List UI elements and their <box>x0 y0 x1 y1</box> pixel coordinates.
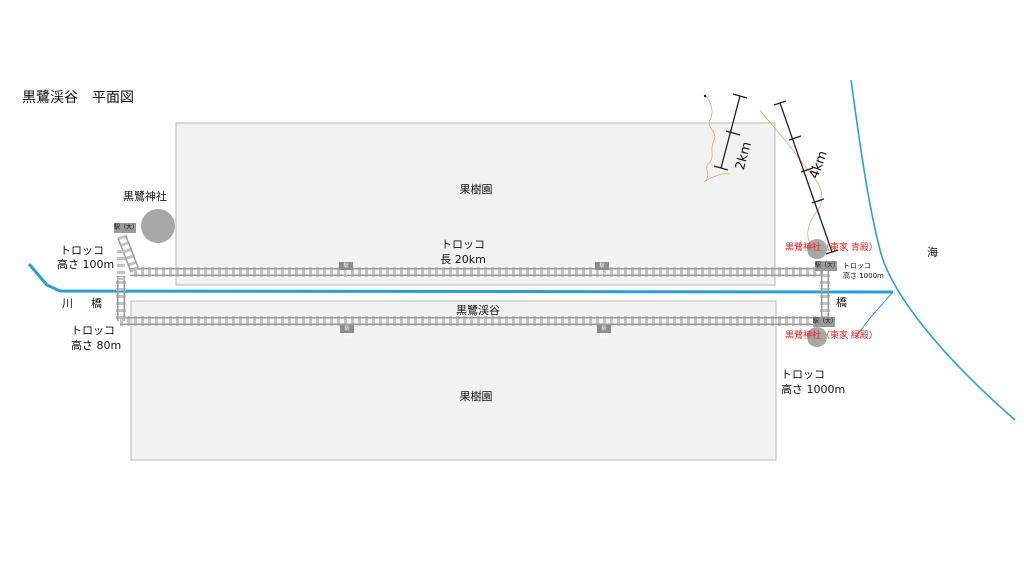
trolley-track-north <box>130 267 825 277</box>
shrine-east-green-label: 黒鷺神社（東家 緑殿） <box>785 331 878 341</box>
shrine-east-blue-label: 黒鷺神社（東家 青殿） <box>785 243 878 253</box>
shore-line <box>854 291 894 339</box>
trolley-east-height: 高さ 1000m <box>781 383 846 396</box>
trolley-west-bottom-height: 高さ 80m <box>71 339 122 352</box>
river-label: 川 <box>62 297 73 310</box>
station-large-west: 駅（大） <box>114 223 139 233</box>
station-small: 駅（小） <box>595 262 611 277</box>
station-small: 駅（小） <box>597 325 613 340</box>
trolley-east-small-height: 高さ 1000m <box>843 272 884 280</box>
trolley-west-top-label: トロッコ <box>60 244 104 257</box>
shrine-west-marker <box>141 209 175 243</box>
trolley-track-west-vertical <box>116 276 126 321</box>
station-large-east-north: 駅（大） <box>815 261 840 271</box>
station-small: 駅（小） <box>340 325 356 340</box>
bridge-west-label: 橋 <box>91 297 102 310</box>
trolley-west-bottom-label: トロッコ <box>71 324 115 337</box>
shrine-west-label: 黒鷺神社 <box>123 190 167 203</box>
trolley-track-west-diagonal <box>117 234 140 280</box>
contour-line <box>759 109 823 247</box>
shrine-east-green-marker <box>807 327 827 347</box>
orchard-north-label: 果樹園 <box>459 183 493 196</box>
river-line <box>27 263 894 294</box>
trolley-main-label: トロッコ <box>441 238 485 251</box>
scale-bar-2km <box>713 93 748 171</box>
trolley-track-south <box>120 316 825 326</box>
valley-label: 黒鷺渓谷 <box>456 304 500 317</box>
orchard-north-area <box>175 122 776 286</box>
page-title: 黒鷺渓谷 平面図 <box>22 90 134 106</box>
bridge-east-label: 橋 <box>836 296 847 309</box>
contour-line <box>703 95 731 183</box>
station-small: 駅（小） <box>339 262 355 277</box>
trolley-track-east-vertical <box>820 270 830 322</box>
trolley-east-small-label: トロッコ <box>843 262 871 270</box>
trolley-main-length: 長 20km <box>440 253 486 266</box>
trolley-east-label: トロッコ <box>781 368 825 381</box>
orchard-south-label: 果樹園 <box>459 390 493 403</box>
shrine-east-blue-marker <box>807 239 827 259</box>
coastline <box>850 79 1016 421</box>
scale-bar-4km <box>773 100 839 255</box>
trolley-west-top-height: 高さ 100m <box>57 258 115 271</box>
station-large-east-south: 駅（大） <box>813 317 838 327</box>
sea-label: 海 <box>927 246 938 259</box>
orchard-south-area <box>130 300 777 461</box>
